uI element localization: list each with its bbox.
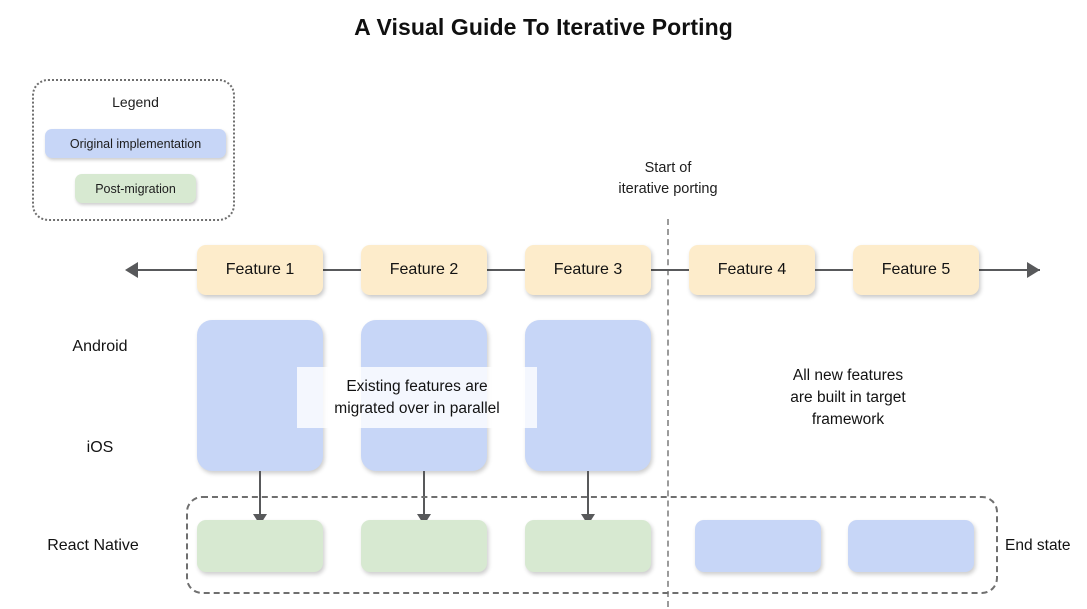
target-box-feature-5: [848, 520, 974, 572]
milestone-divider-line: [667, 219, 669, 607]
row-label-ios: iOS: [86, 439, 114, 456]
milestone-label-line2: iterative porting: [618, 181, 718, 197]
parallel-migration-note-line2: migrated over in parallel: [334, 399, 500, 417]
target-box-feature-4: [695, 520, 821, 572]
feature-box-1: Feature 1: [197, 245, 323, 295]
feature-box-2: Feature 2: [361, 245, 487, 295]
parallel-migration-note-line1: Existing features are: [346, 377, 488, 395]
new-features-note: All new features are built in target fra…: [748, 365, 948, 431]
timeline-arrow-left-icon: [125, 262, 138, 278]
page-title: A Visual Guide To Iterative Porting: [354, 14, 733, 40]
legend-title: Legend: [112, 94, 159, 110]
migration-arrow-line-3: [587, 471, 589, 516]
milestone-label-line1: Start of: [644, 160, 692, 176]
feature-box-4: Feature 4: [689, 245, 815, 295]
feature-box-5: Feature 5: [853, 245, 979, 295]
row-label-android: Android: [72, 338, 128, 355]
migration-arrow-line-2: [423, 471, 425, 516]
migration-arrow-head-icon-1: [253, 514, 267, 525]
legend-item-post-migration: Post-migration: [75, 174, 196, 203]
target-box-feature-1: [197, 520, 323, 572]
new-features-note-line1: All new features: [792, 367, 904, 384]
new-features-note-line3: framework: [811, 411, 885, 428]
legend-container: Legend Original implementation Post-migr…: [32, 79, 235, 221]
milestone-label: Start of iterative porting: [568, 158, 768, 200]
timeline-arrow-right-icon: [1027, 262, 1040, 278]
parallel-migration-note: Existing features are migrated over in p…: [297, 367, 537, 428]
migration-arrow-line-1: [259, 471, 261, 516]
row-label-react-native: React Native: [47, 537, 139, 554]
target-box-feature-2: [361, 520, 487, 572]
legend-item-original-implementation: Original implementation: [45, 129, 226, 158]
migration-arrow-head-icon-3: [581, 514, 595, 525]
end-state-container: [186, 496, 998, 594]
feature-box-3: Feature 3: [525, 245, 651, 295]
target-box-feature-3: [525, 520, 651, 572]
new-features-note-line2: are built in target: [790, 389, 906, 406]
end-state-label: End state: [1005, 537, 1071, 554]
platform-box-feature-3: [525, 320, 651, 471]
migration-arrow-head-icon-2: [417, 514, 431, 525]
